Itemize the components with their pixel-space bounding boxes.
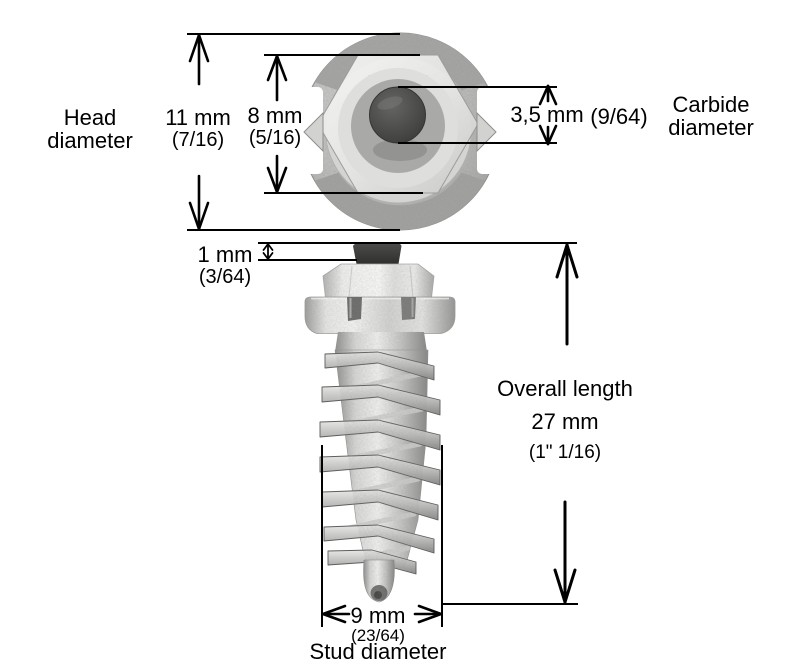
arrow-overall-down xyxy=(553,500,577,604)
hex-diameter-value: 8 mm (5/16) xyxy=(233,104,317,149)
arrow-hex-dia-down xyxy=(266,154,288,194)
head-inch-value: (7/16) xyxy=(171,129,225,151)
head-top-view xyxy=(289,32,511,231)
notch-tab-right xyxy=(476,111,497,153)
pin-highlight xyxy=(377,96,403,110)
dimension-lines xyxy=(187,33,578,627)
carbide-diameter-line2: diameter xyxy=(668,115,754,140)
overall-inch-value: (1" 1/16) xyxy=(528,442,602,463)
carbide-tip xyxy=(353,243,402,264)
arrow-head-dia-up xyxy=(188,33,210,86)
head-diameter-value: 11 mm (7/16) xyxy=(156,106,240,151)
arrow-stud-dia-right xyxy=(413,604,443,624)
head-mm-value: 11 mm xyxy=(165,105,231,130)
stud-diameter-value: 9 mm (23/64) xyxy=(338,604,418,644)
protrusion-mm-value: 1 mm xyxy=(197,242,253,267)
hex-mm-value: 8 mm xyxy=(247,103,303,128)
head-diameter-line2: diameter xyxy=(47,128,133,153)
carbide-diameter-line1: Carbide xyxy=(672,92,750,117)
stud-side-view xyxy=(304,243,456,603)
arrow-overall-up xyxy=(555,243,579,346)
head-diameter-label: Head diameter xyxy=(28,106,152,152)
protrusion-value: 1 mm (3/64) xyxy=(186,243,264,288)
arrow-carbide-down xyxy=(538,124,558,146)
arrow-hex-dia-up xyxy=(266,54,288,102)
carbide-diameter-label: Carbide diameter xyxy=(653,93,769,139)
hex-inch-value: (5/16) xyxy=(248,127,302,149)
notch-tab-left xyxy=(303,111,324,153)
arrow-stud-dia-left xyxy=(321,604,351,624)
carbide-inch-value: (9/64) xyxy=(590,104,648,129)
head-diameter-line1: Head xyxy=(63,105,117,130)
overall-length-block: Overall length 27 mm (1" 1/16) xyxy=(495,377,635,463)
dimension-arrows xyxy=(188,33,579,624)
overall-length-label: Overall length xyxy=(497,376,633,401)
protrusion-inch-value: (3/64) xyxy=(198,266,252,288)
carbide-mm-value: 3,5 mm xyxy=(510,102,584,127)
overall-mm-value: 27 mm xyxy=(531,409,599,434)
stud-inch-value: (23/64) xyxy=(351,626,405,645)
arrow-protrusion-double xyxy=(262,243,274,260)
pin-shadow xyxy=(373,139,427,161)
stud-diameter-label: Stud diameter xyxy=(309,639,447,664)
arrow-carbide-up xyxy=(538,84,558,106)
arrow-head-dia-down xyxy=(188,174,210,231)
stud-mm-value: 9 mm xyxy=(350,603,406,628)
carbide-pin-top xyxy=(369,86,426,144)
